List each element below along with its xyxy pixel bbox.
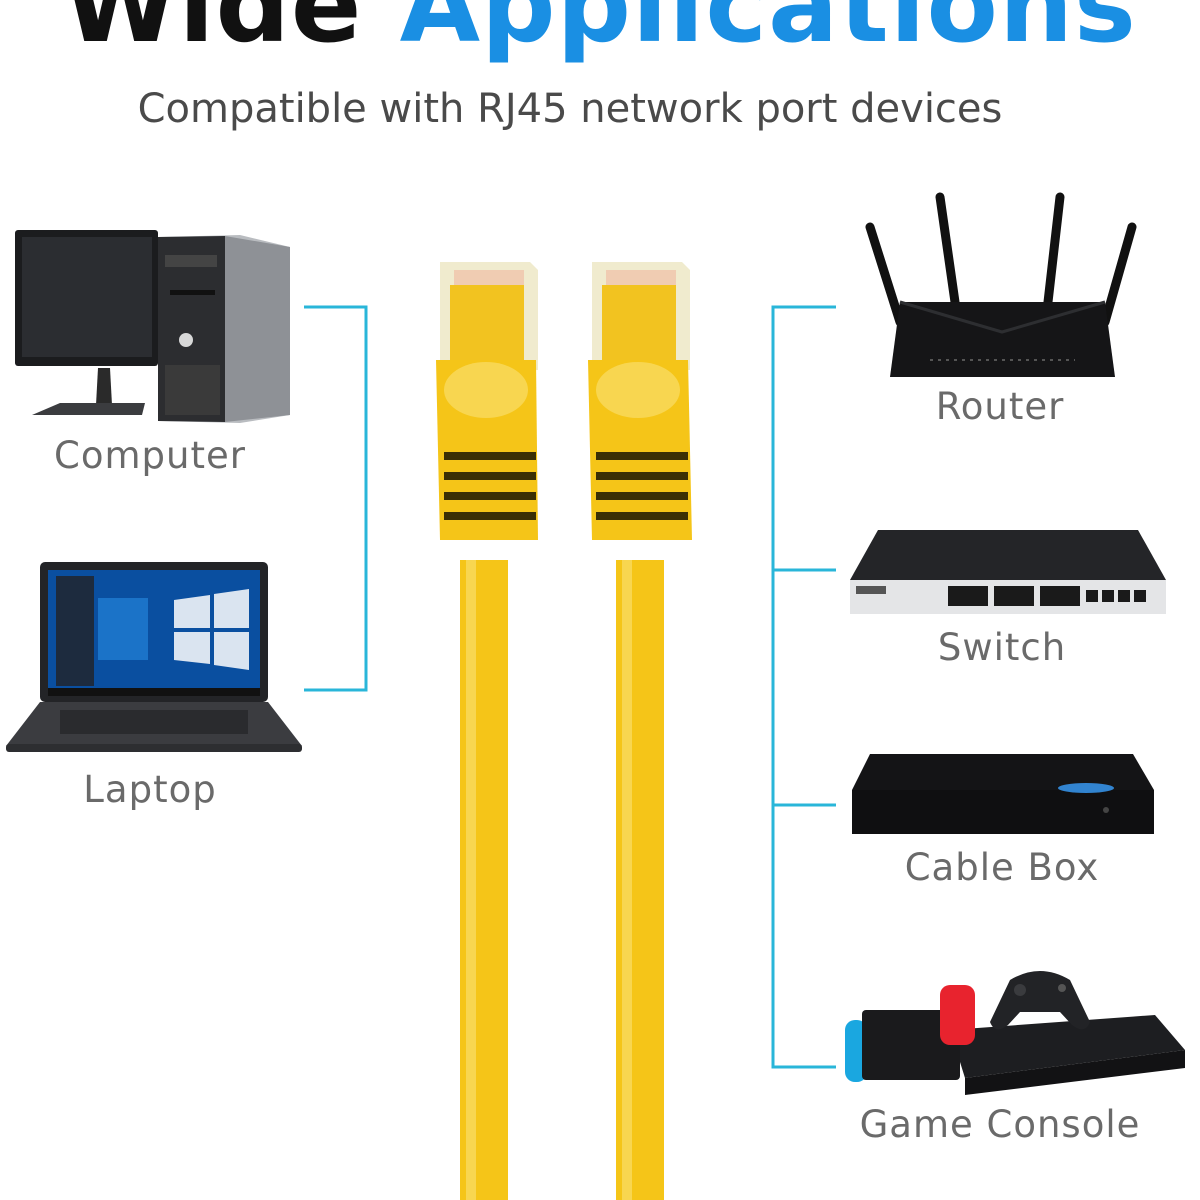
switch-label: Switch: [937, 626, 1067, 669]
laptop-label: Laptop: [83, 768, 217, 811]
game-console-label: Game Console: [859, 1103, 1141, 1146]
ethernet-cable-icon: [436, 262, 692, 1200]
subtitle: Compatible with RJ45 network port device…: [137, 86, 1003, 132]
cable-box-icon: [852, 754, 1154, 834]
router-icon: [865, 192, 1137, 377]
laptop-icon: [6, 562, 302, 752]
game-console-icon: [845, 971, 1185, 1095]
router-label: Router: [935, 385, 1065, 428]
desktop-computer-icon: [15, 230, 290, 423]
headline: Wide Applications: [0, 0, 1200, 62]
headline-word-2: Applications: [399, 0, 1137, 66]
headline-word-1: Wide: [63, 0, 363, 66]
network-switch-icon: [850, 530, 1166, 614]
cable-box-label: Cable Box: [904, 846, 1100, 889]
computer-label: Computer: [54, 434, 246, 477]
